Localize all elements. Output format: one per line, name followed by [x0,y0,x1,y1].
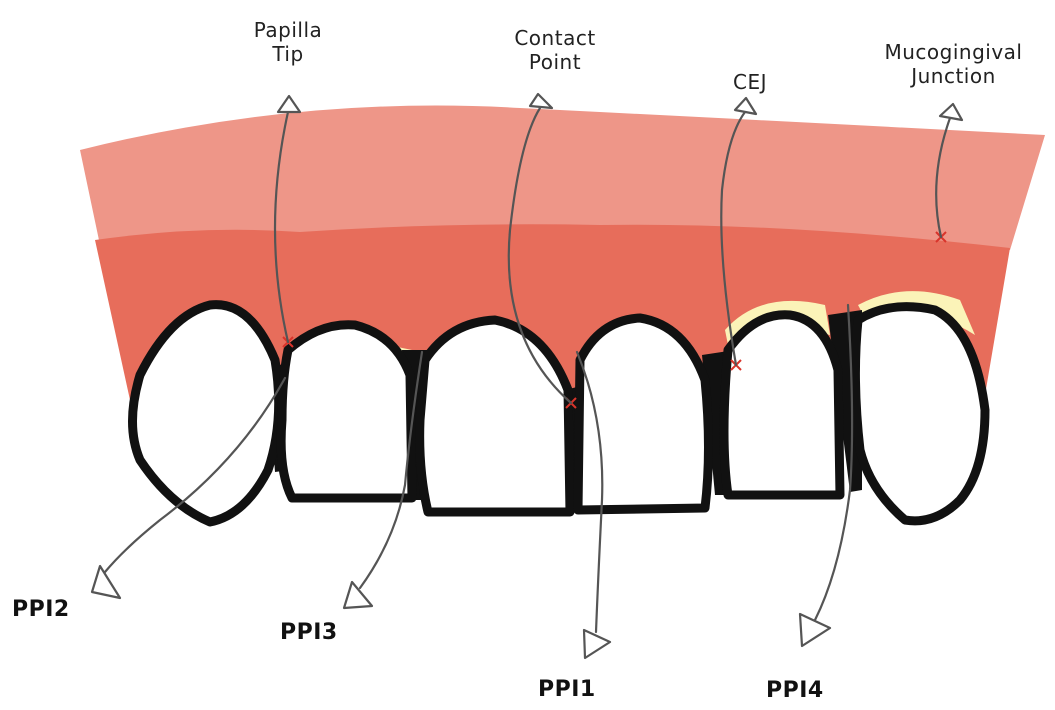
ppi2-label: PPI2 [12,597,70,622]
tooth-left-lateral-incisor [281,325,412,498]
ppi3-label: PPI3 [280,620,338,645]
tooth-right-lateral-incisor [724,315,840,495]
papilla-tip-label-line-2: Tip [238,42,338,66]
ppi1-arrowhead-icon [584,630,610,658]
ppi1-label: PPI1 [538,677,596,702]
papilla-tip-label-line-1: Papilla [238,18,338,42]
tooth-right-central-incisor [578,318,709,510]
ppi3-arrowhead-icon [344,582,372,608]
cej-arrowhead-icon [735,98,756,114]
contact-point-arrowhead-icon [530,94,552,108]
papilla-tip-arrowhead-icon [278,96,300,112]
contact-point-label-line-2: Point [495,50,615,74]
contact-point-label: Contact Point [495,26,615,74]
papilla-tip-label: Papilla Tip [238,18,338,66]
mucogingival-junction-label-line-1: Mucogingival [866,40,1041,64]
tooth-right-canine [855,307,985,521]
mucogingival-junction-label: Mucogingival Junction [866,40,1041,88]
cej-label-line-1: CEJ [715,70,785,94]
contact-point-label-line-1: Contact [495,26,615,50]
ppi4-label: PPI4 [766,678,824,703]
mucogingival-junction-arrowhead-icon [940,104,962,120]
mucogingival-junction-label-line-2: Junction [866,64,1041,88]
tooth-left-central-incisor [420,320,570,512]
cej-label: CEJ [715,70,785,94]
